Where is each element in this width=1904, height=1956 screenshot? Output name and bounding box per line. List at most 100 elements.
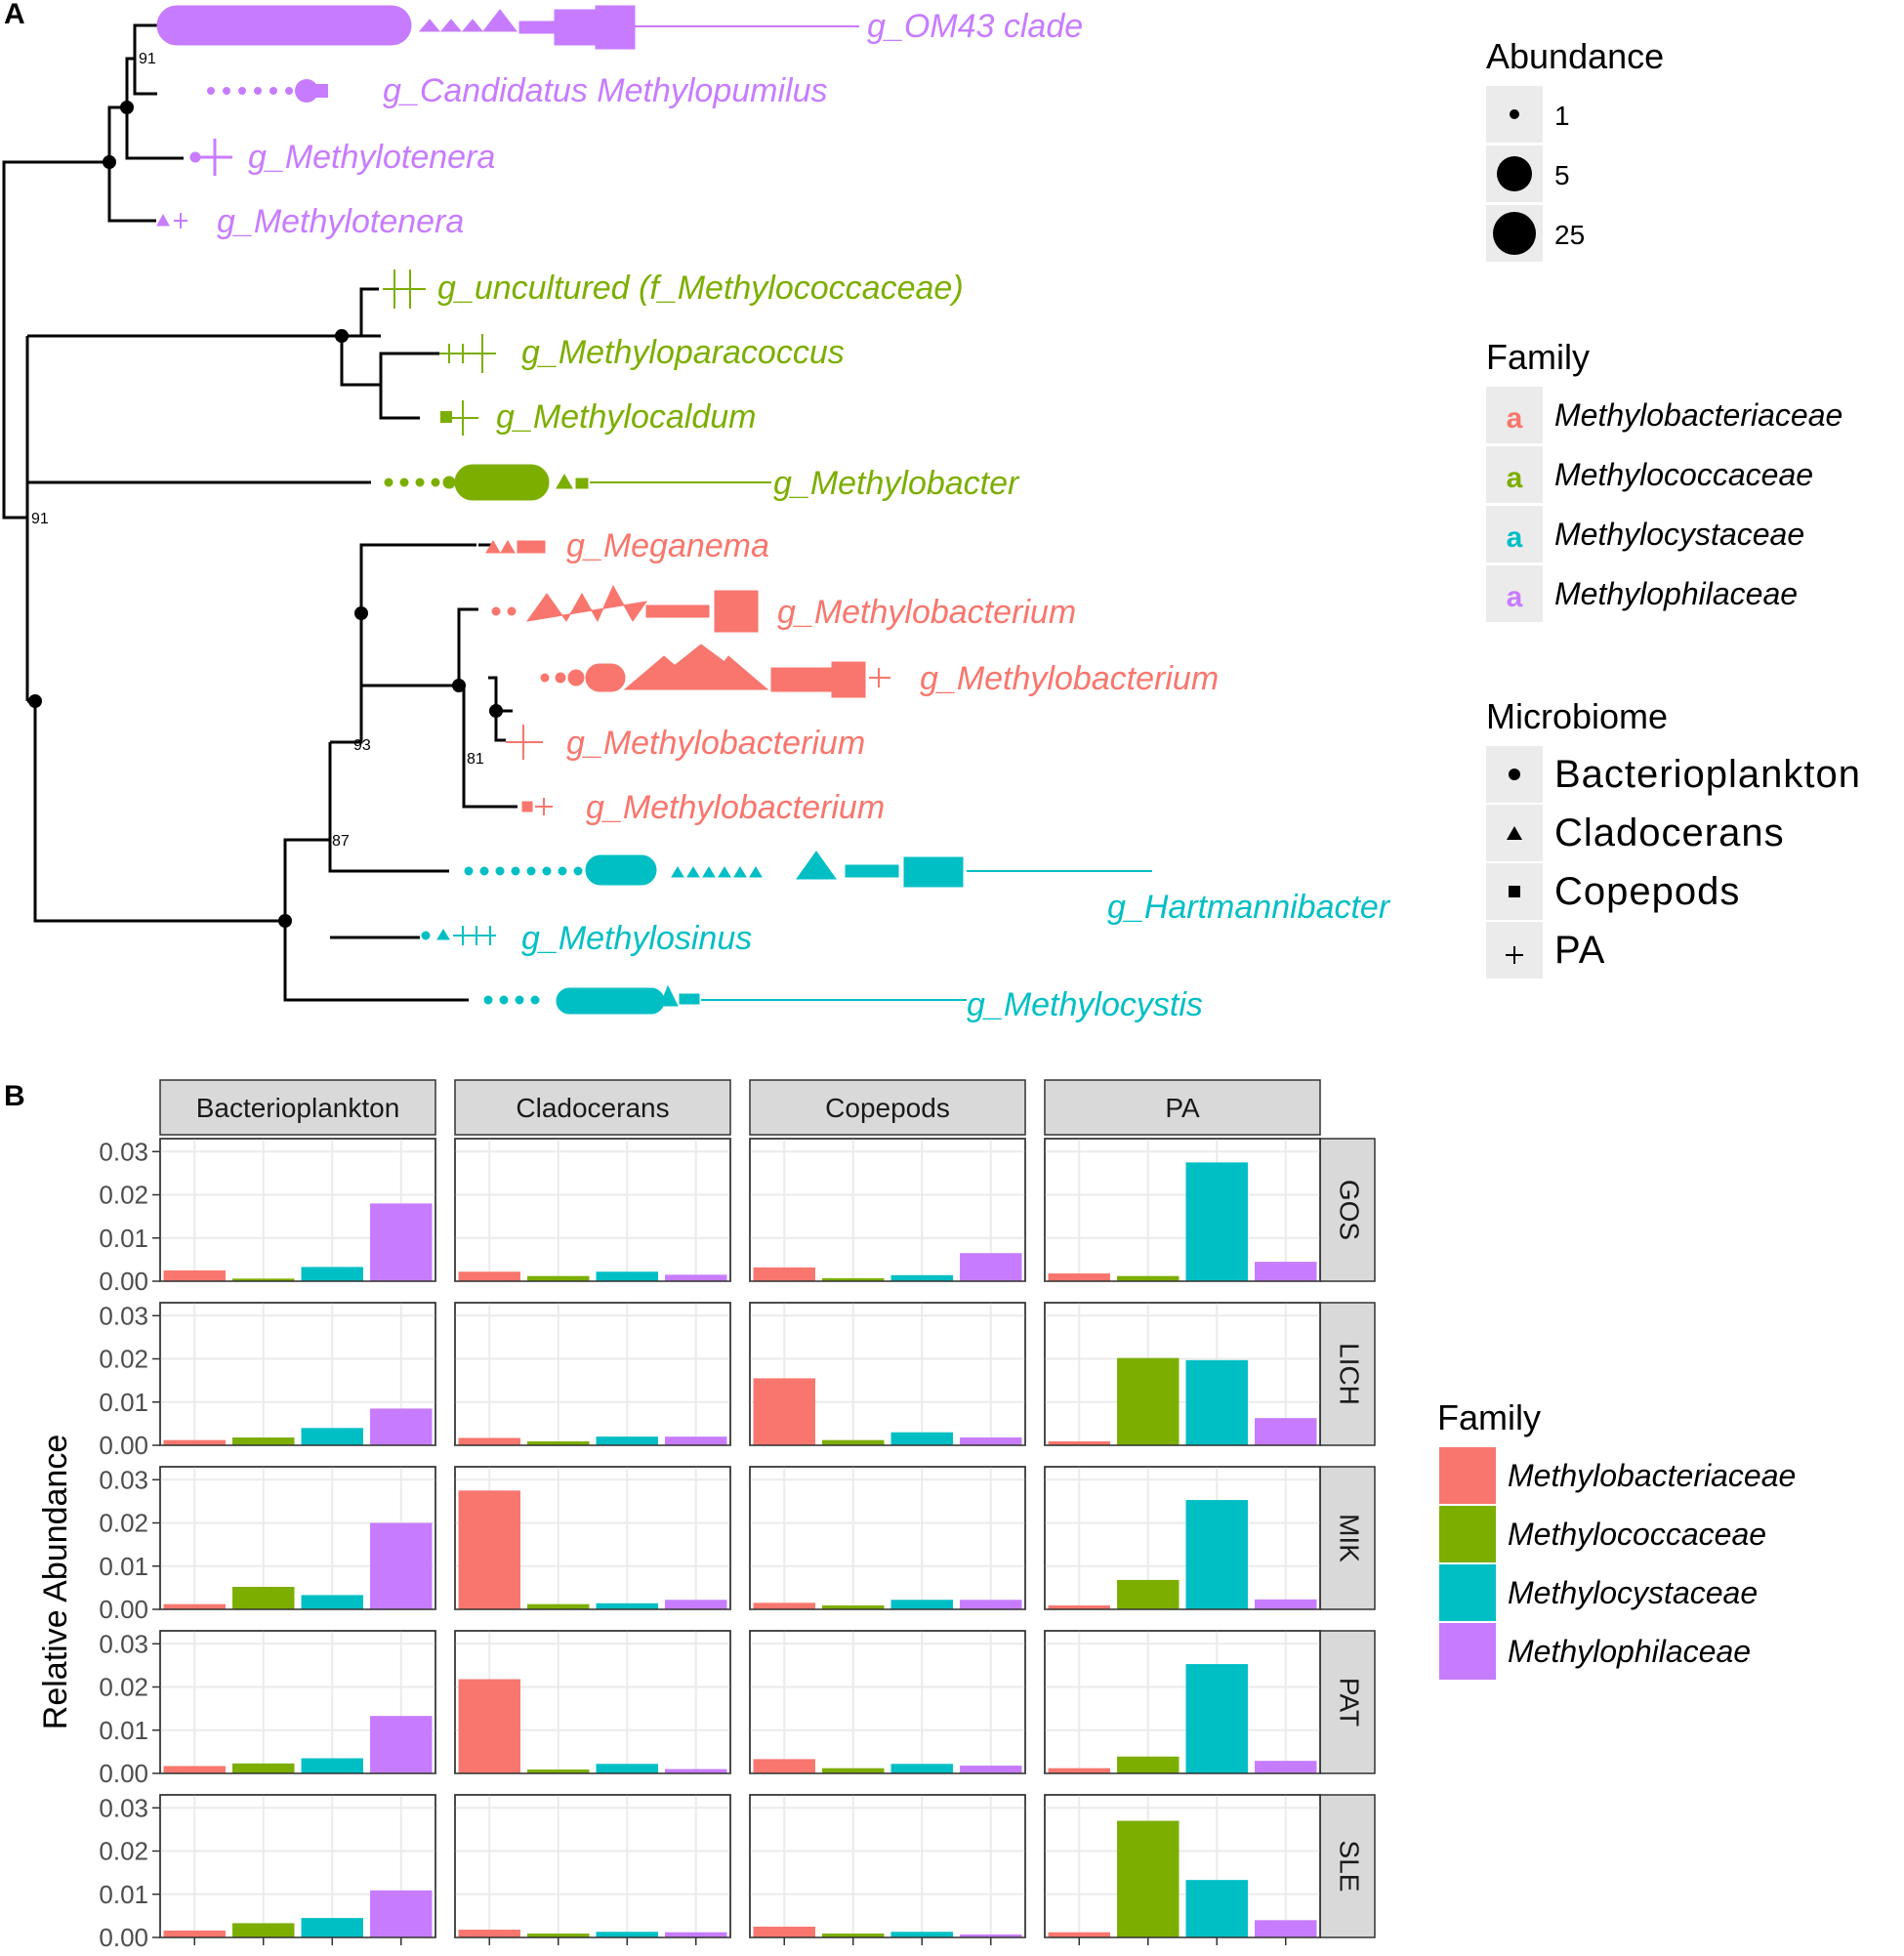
facet-row-label: MIK <box>1335 1514 1365 1562</box>
tip-symbols-om43 <box>156 5 859 50</box>
legend-key-bg <box>1486 506 1543 562</box>
bar <box>665 1769 727 1773</box>
tip-label: g_Methylobacterium <box>566 725 865 762</box>
facet-column-label: Copepods <box>825 1093 950 1123</box>
circle-icon <box>1509 769 1520 780</box>
bar <box>1048 1273 1110 1281</box>
tree-branch <box>27 699 285 923</box>
tip-symbols-methylotenera-2 <box>156 213 187 229</box>
tip-label: g_OM43 clade <box>867 8 1083 45</box>
legend-microbiome-label: Copepods <box>1554 870 1740 913</box>
tree-branch <box>283 921 469 1002</box>
facet-panel <box>749 1630 1026 1774</box>
bar <box>163 1603 226 1609</box>
bar <box>890 1600 953 1609</box>
tree-nodes <box>28 101 503 928</box>
facet-panel-border <box>454 1466 731 1610</box>
bar <box>1117 1357 1180 1445</box>
tree-node-labels: 91 91 93 81 87 <box>31 51 484 850</box>
bar <box>232 1437 295 1445</box>
tip-symbols-methylobacterium-4 <box>521 798 553 815</box>
legend-abundance-value: 5 <box>1554 160 1570 190</box>
facet-panel-border <box>454 1138 731 1282</box>
bar <box>753 1378 815 1445</box>
legend-abundance-title: Abundance <box>1486 36 1664 76</box>
node-label: 91 <box>31 511 49 527</box>
tip-label: g_Methylosinus <box>521 920 752 957</box>
bar <box>232 1586 295 1609</box>
legend-family-title: Family <box>1486 337 1590 377</box>
tip-symbols-uncultured <box>383 270 426 309</box>
facet-panel <box>749 1466 1026 1610</box>
legend-microbiome-label: PA <box>1554 929 1605 972</box>
bar <box>1255 1599 1317 1609</box>
y-tick-label: 0.03 <box>99 1465 148 1494</box>
legend-family-label: Methylobacteriaceae <box>1508 1458 1796 1493</box>
bar <box>960 1437 1022 1445</box>
tree-branch <box>457 607 478 686</box>
tree-branch <box>125 107 184 160</box>
y-axis-title: Relative Abundance <box>37 1435 74 1729</box>
legend-family-swatch <box>1439 1447 1496 1504</box>
bar <box>370 1203 433 1281</box>
node-label: 87 <box>332 833 350 850</box>
bar <box>1255 1920 1317 1937</box>
bar <box>527 1769 590 1773</box>
facet-strip <box>749 1079 1026 1136</box>
bar <box>527 1275 590 1281</box>
tip-label: g_Methylobacterium <box>586 789 885 826</box>
bar <box>1048 1441 1110 1445</box>
tree-branch <box>330 613 363 744</box>
y-tick-label: 0.01 <box>99 1224 148 1253</box>
legend-abundance-value: 25 <box>1554 220 1585 250</box>
facet-row-label: PAT <box>1335 1678 1365 1727</box>
tip-symbols-methylocaldum <box>440 400 478 436</box>
facet-row-label: LICH <box>1335 1343 1365 1405</box>
tree-node <box>335 329 349 343</box>
facet-strip <box>1319 1138 1376 1282</box>
facet-panel <box>454 1794 731 1938</box>
bar <box>822 1277 885 1281</box>
y-tick-label: 0.01 <box>99 1880 148 1909</box>
tree-branch <box>340 336 439 387</box>
bar <box>753 1602 815 1609</box>
bar <box>301 1428 363 1445</box>
bar <box>1185 1880 1248 1937</box>
legend-family-key-glyph: a <box>1507 402 1523 435</box>
abundance-small-icon <box>1510 109 1519 119</box>
y-tick-label: 0.02 <box>99 1181 148 1210</box>
bar <box>1117 1820 1180 1937</box>
legend-microbiome: Microbiome Bacterioplankton Cladocerans … <box>1486 696 1860 978</box>
node-label: 91 <box>139 51 156 67</box>
phylogenetic-tree <box>2 23 517 1002</box>
y-tick-label: 0.02 <box>99 1837 148 1866</box>
tip-symbols-methyloparacoccus <box>439 334 496 373</box>
tip-label: g_Hartmannibacter <box>1107 889 1391 926</box>
y-tick-label: 0.02 <box>99 1509 148 1538</box>
node-label: 93 <box>353 737 371 754</box>
bar <box>665 1436 727 1445</box>
bar <box>232 1923 295 1937</box>
y-tick-label: 0.00 <box>99 1431 148 1460</box>
tip-symbols-methylobacter <box>384 464 771 501</box>
bar <box>1048 1605 1110 1609</box>
bar <box>370 1408 433 1445</box>
legend-family-label: Methylococcaceae <box>1508 1517 1766 1552</box>
tip-label: g_Methylocaldum <box>496 398 756 436</box>
abundance-large-icon <box>1493 212 1536 255</box>
facet-panel-border <box>749 1630 1026 1774</box>
legend-family-b: Family MethylobacteriaceaeMethylococcace… <box>1437 1397 1796 1680</box>
panel-a-tag: A <box>4 0 25 30</box>
bar <box>1117 1275 1180 1281</box>
bar <box>596 1932 658 1937</box>
tree-branch <box>359 613 459 687</box>
legend-family-key-glyph: a <box>1507 521 1523 554</box>
tree-branch <box>283 838 330 921</box>
bar <box>960 1253 1022 1281</box>
tip-symbols-meganema <box>485 540 546 554</box>
legend-family-swatch <box>1439 1506 1496 1562</box>
bar <box>163 1766 226 1773</box>
tip-label: g_Candidatus Methylopumilus <box>383 72 827 109</box>
